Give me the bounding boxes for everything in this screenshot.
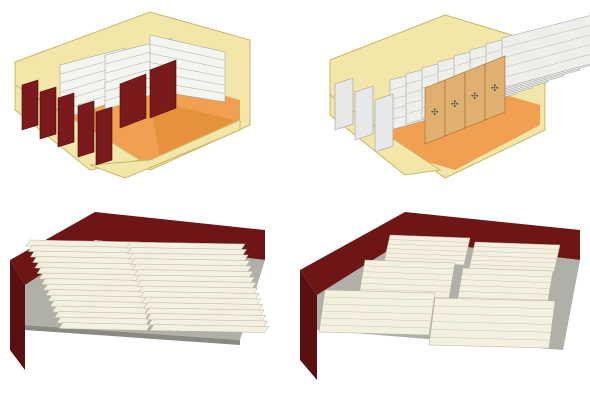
panel-static-floorplan: [0, 200, 295, 419]
shelf-line: [323, 296, 435, 301]
shelf-line: [473, 246, 560, 250]
shelf-line: [363, 265, 455, 270]
shelf-line: [384, 257, 466, 261]
svg-text:✣: ✣: [491, 84, 499, 94]
shelf-line: [388, 239, 470, 243]
shelf-line: [321, 310, 433, 315]
shelf-line: [470, 259, 557, 264]
shelf-line: [361, 277, 453, 281]
shelf-line: [430, 329, 552, 333]
shelf-line: [501, 44, 590, 69]
shelf-line: [360, 283, 452, 287]
static-rack: [149, 324, 270, 333]
shelf-line: [385, 252, 467, 257]
shelf-line: [319, 324, 431, 329]
svg-text:✣: ✣: [431, 108, 439, 118]
shelf-line: [359, 288, 451, 293]
shelf-line: [429, 336, 551, 341]
handwheel-icon: ✣ ✣ ✣ ✣: [431, 84, 499, 118]
shelf-line: [320, 317, 432, 322]
panel-compact-floorplan: [295, 200, 590, 419]
shelf-line: [149, 43, 226, 61]
shelf-line: [501, 54, 590, 79]
shelf-line: [469, 264, 556, 268]
shelf-line: [472, 250, 559, 255]
shelf-line: [149, 53, 226, 69]
static-floorplan-drawing: [10, 212, 270, 370]
cabinet-shelving-drawing: [14, 11, 251, 179]
panel-cabinet-shelving: [0, 0, 295, 200]
shelf-line: [501, 34, 590, 59]
shelf-line: [433, 305, 555, 310]
shelf-line: [461, 273, 553, 278]
shelf-line: [362, 271, 454, 275]
shelf-line: [501, 25, 590, 49]
panel-mobile-shelving: ✣ ✣ ✣ ✣: [295, 0, 590, 200]
shelf-line: [387, 243, 469, 248]
shelf-line: [459, 285, 551, 289]
shelf-line: [471, 255, 558, 259]
shelf-line: [431, 321, 553, 325]
compact-floorplan-drawing: [300, 212, 580, 380]
shelf-line: [457, 296, 549, 301]
shelf-line: [458, 291, 550, 295]
shelf-line: [460, 279, 552, 283]
svg-text:✣: ✣: [471, 92, 479, 102]
static-rack: [58, 322, 151, 331]
svg-text:✣: ✣: [451, 100, 459, 110]
shelf-line: [432, 313, 554, 317]
shelf-line: [322, 303, 434, 308]
mobile-shelving-drawing: ✣ ✣ ✣ ✣: [329, 14, 590, 179]
shelf-line: [386, 248, 468, 252]
